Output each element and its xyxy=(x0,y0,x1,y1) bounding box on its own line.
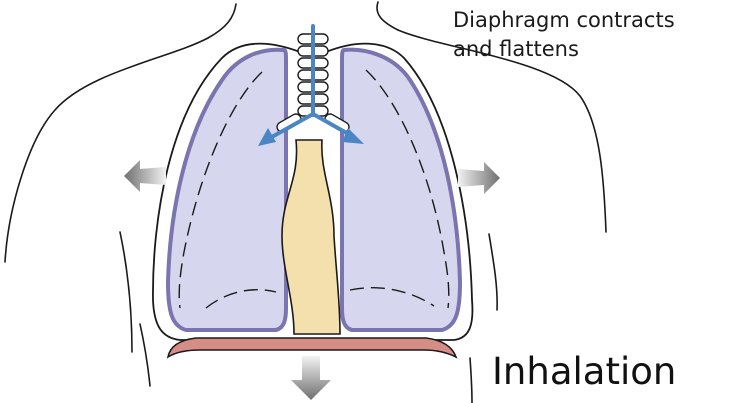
caption-line-1: Diaphragm contracts xyxy=(453,8,675,32)
diaphragm-caption: Diaphragm contracts and flattens xyxy=(453,6,675,64)
right-lung-base-line xyxy=(349,287,435,307)
left-arm-line xyxy=(119,231,133,353)
neck-left-line xyxy=(207,3,237,39)
torso-outline xyxy=(4,1,607,403)
left-lung-lobe-line xyxy=(178,71,263,309)
heart xyxy=(281,139,341,335)
caption-line-2: and flattens xyxy=(453,37,579,61)
diaphragm-movement-arrow-icon xyxy=(291,356,331,400)
right-arm-line xyxy=(488,233,498,311)
left-shoulder-line xyxy=(4,37,209,263)
diagram-title: Inhalation xyxy=(492,350,677,393)
neck-right-line xyxy=(376,1,399,31)
chest-expansion-arrow-icon xyxy=(124,160,166,192)
airflow-arrow-icon xyxy=(258,24,364,146)
left-lung-base-line xyxy=(205,289,277,309)
airflow-arrow-right-head xyxy=(342,128,364,144)
chest-expansion-arrow-icon xyxy=(458,162,500,194)
right-lung xyxy=(340,47,463,332)
airflow-arrow-right-branch xyxy=(311,112,354,138)
left-flank-line xyxy=(139,323,151,387)
diaphragm xyxy=(166,337,458,359)
right-shoulder-line xyxy=(397,29,607,233)
right-lung-lobe-line xyxy=(365,69,450,309)
right-flank-line xyxy=(469,357,473,403)
airflow-arrow-left-branch xyxy=(268,112,315,140)
left-lung xyxy=(165,47,288,332)
airflow-arrow-left-head xyxy=(258,128,276,146)
